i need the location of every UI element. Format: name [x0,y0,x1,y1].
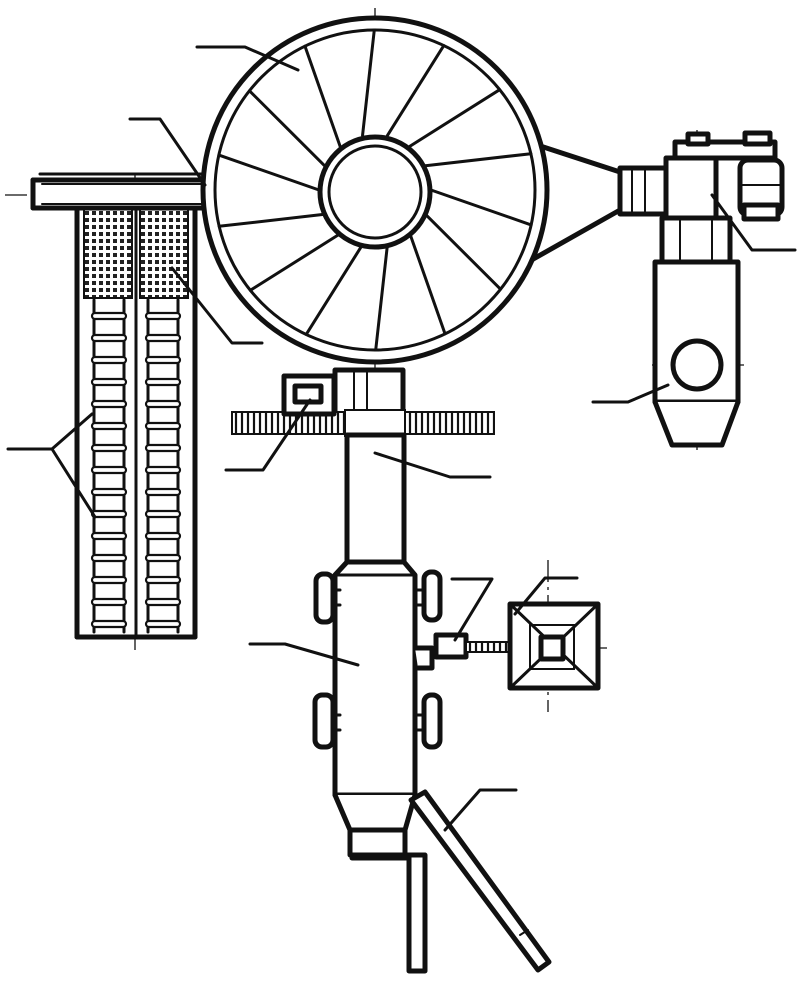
coil-rung [144,311,182,321]
wheel-spoke [385,44,446,137]
hub-housing [332,367,406,418]
coil-rung [90,575,128,585]
coil-rung [144,421,182,431]
leader-lower-body [248,642,360,667]
coil-rung [144,553,182,563]
wheel-spoke [217,153,321,192]
leader-lines [6,45,797,832]
wheel-spoke [423,212,503,291]
coil-rung [90,311,128,321]
leader-outlet-pipe [443,788,518,832]
coil-rung [144,575,182,585]
coil-rung [90,531,128,541]
coil-rung [90,509,128,519]
coil-rung [90,597,128,607]
coil-rung [90,399,128,409]
coil-rung [90,465,128,475]
coil-rung [144,509,182,519]
leader-aux-shaft [450,577,494,642]
coil-rung [144,465,182,475]
drive-motor [672,130,785,222]
wheel-spoke [408,88,502,148]
leader-coils-b [50,447,97,519]
wheel-spoke [423,152,533,168]
coil-rung [144,531,182,541]
leader-vertical-casing [591,383,670,404]
coil-rung [90,377,128,387]
wheel-spoke [408,232,447,336]
wheel-spoke [303,44,342,148]
wheel-spoke [217,212,327,228]
coil-rung [144,399,182,409]
leader-shaft-column [373,451,492,479]
twin-vertical-columns [74,192,198,640]
wheel-spoke [247,89,327,168]
coil-rung [90,421,128,431]
coil-rung [144,333,182,343]
coil-rung [90,355,128,365]
leader-gear-box [224,398,312,472]
wheel-spoke [304,243,365,336]
leader-square-unit [513,576,579,616]
large-wheel [200,15,550,365]
leader-column-mesh [170,266,264,345]
leader-motor-shaft [710,193,797,252]
coil-rung [90,553,128,563]
leader-large-wheel [195,45,300,72]
lower-body-with-rollers [312,559,443,798]
coil-rung [144,619,182,629]
coil-rung [90,487,128,497]
coil-rung [144,355,182,365]
discharge-chute [332,792,428,974]
wheel-spoke [361,28,376,137]
leader-conveyor-trough [128,117,207,187]
wheel-spoke [374,243,389,352]
wheel-spoke [248,232,342,292]
coil-rung [144,443,182,453]
wheel-spoke [429,188,533,227]
coil-rung [144,597,182,607]
coil-rung [90,443,128,453]
vertical-casing [652,215,741,448]
auxiliary-square-unit [412,601,601,691]
coil-rung [144,377,182,387]
coil-rung [144,487,182,497]
central-shaft-column [344,432,407,566]
coil-rung [90,619,128,629]
coil-rung [90,333,128,343]
inclined-outlet-pipe [408,789,552,973]
